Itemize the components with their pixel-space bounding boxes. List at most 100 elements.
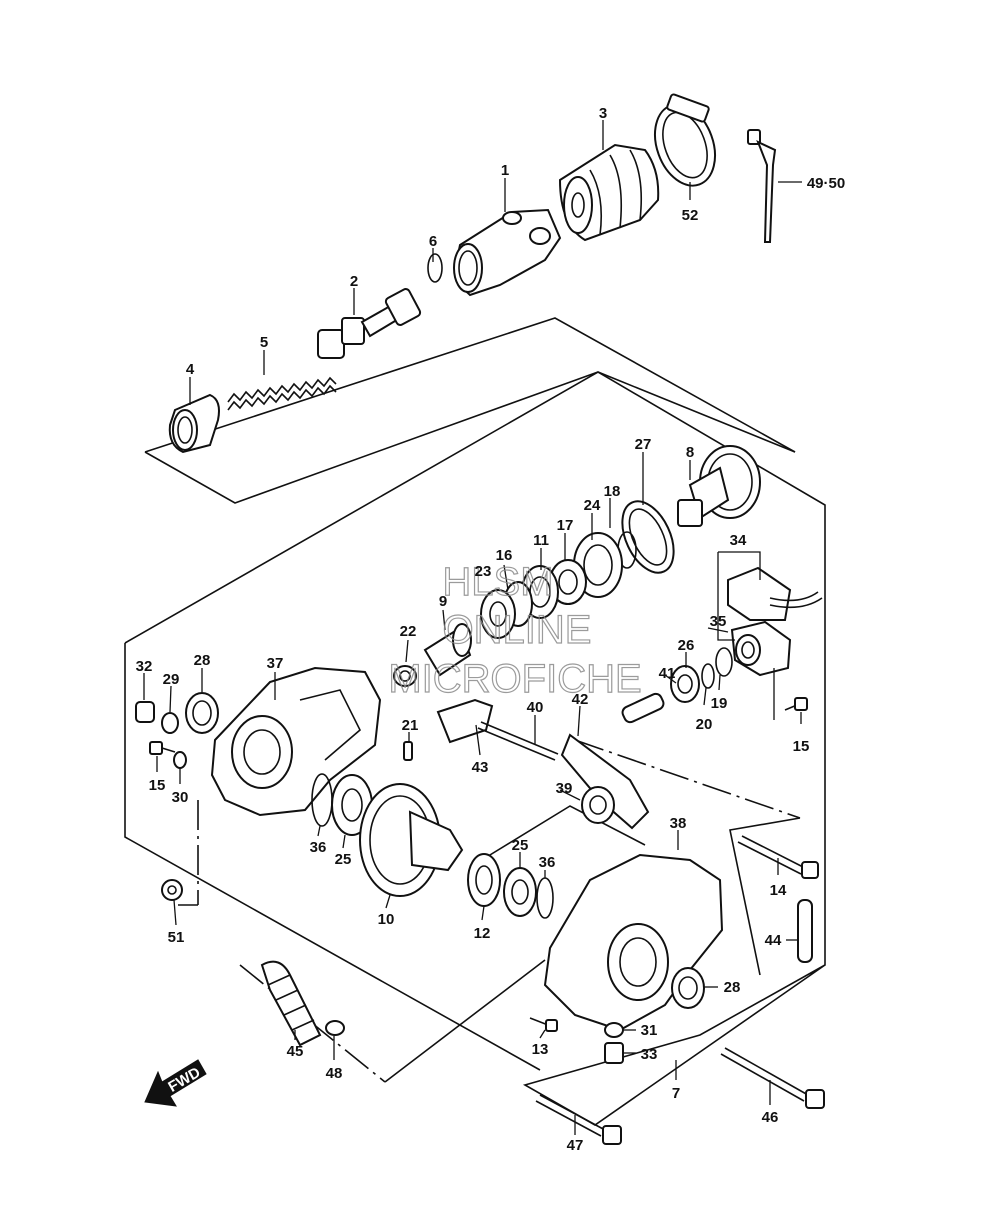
part-35-sensor-housing <box>730 620 792 677</box>
callout-19: 19 <box>711 695 728 712</box>
callout-34: 34 <box>730 532 747 549</box>
part-44-strap <box>797 899 813 963</box>
upper-assembly-frame <box>144 317 796 504</box>
callout-48: 48 <box>326 1065 343 1082</box>
callout-7: 7 <box>672 1085 680 1102</box>
part-49-50-cable-tie <box>747 129 777 243</box>
callout-38: 38 <box>670 815 687 832</box>
part-2-drive-shaft <box>317 288 422 359</box>
watermark-line-3: MICROFICHE <box>388 657 641 701</box>
part-30-washer <box>173 751 187 769</box>
callout-24: 24 <box>584 497 601 514</box>
watermark-line-1: HLSM <box>442 560 553 604</box>
callout-20: 20 <box>696 716 713 733</box>
callout-16: 16 <box>496 547 513 564</box>
part-29-washer <box>161 712 179 734</box>
part-48-clip <box>325 1020 345 1036</box>
callout-27: 27 <box>635 436 652 453</box>
part-47-bolt <box>535 1094 622 1145</box>
part-46-bolt <box>720 1047 825 1109</box>
part-28-oil-seal-right <box>671 967 705 1009</box>
part-6-circlip <box>427 253 443 283</box>
part-34-gear-position-sensor <box>727 566 823 621</box>
watermark-line-2: ONLINE <box>443 608 592 652</box>
part-14-bolt <box>737 835 819 879</box>
part-13-bolt <box>529 1017 558 1032</box>
part-45-rubber-boot <box>260 960 322 1047</box>
callout-15-left: 15 <box>149 777 166 794</box>
callout-25-right: 25 <box>512 837 529 854</box>
part-20-circlip <box>701 663 715 689</box>
callout-23: 23 <box>475 563 492 580</box>
callout-6: 6 <box>429 233 437 250</box>
part-12-oil-seal <box>467 853 501 907</box>
part-8-pinion-gear <box>677 445 761 527</box>
callout-41: 41 <box>659 665 676 682</box>
part-23-gear <box>480 589 516 639</box>
part-5-spring <box>227 376 337 411</box>
forward-arrow: FWD <box>144 1059 207 1107</box>
callout-9: 9 <box>439 593 447 610</box>
callout-49-50: 49·50 <box>807 175 845 192</box>
part-22-needle-bearing <box>393 665 417 687</box>
callout-13: 13 <box>532 1041 549 1058</box>
callout-10: 10 <box>378 911 395 928</box>
part-15-bolt <box>149 741 176 755</box>
part-3-bellows-boot <box>558 143 660 242</box>
callout-8: 8 <box>686 444 694 461</box>
part-32-plug <box>135 701 155 723</box>
callout-3: 3 <box>599 105 607 122</box>
part-40-shift-rod <box>477 721 559 761</box>
part-10-ring-gear <box>359 783 464 897</box>
callout-2: 2 <box>350 273 358 290</box>
callout-25-left: 25 <box>335 851 352 868</box>
callout-39: 39 <box>556 780 573 797</box>
callout-1: 1 <box>501 162 509 179</box>
callout-15-right: 15 <box>793 738 810 755</box>
callout-43: 43 <box>472 759 489 776</box>
callout-37: 37 <box>267 655 284 672</box>
callout-42: 42 <box>572 691 589 708</box>
part-51-nut <box>161 879 183 901</box>
part-9-bevel-pinion <box>423 623 472 677</box>
callout-labels: 1 2 3 4 5 6 52 49·50 8 27 18 24 17 11 16… <box>136 105 846 1154</box>
callout-36-left: 36 <box>310 839 327 856</box>
callout-12: 12 <box>474 925 491 942</box>
callout-30: 30 <box>172 789 189 806</box>
callout-45: 45 <box>287 1043 304 1060</box>
part-39-shift-collar <box>581 786 615 824</box>
part-52-hose-clamp <box>654 93 716 187</box>
callout-46: 46 <box>762 1109 779 1126</box>
part-21-dowel-pin <box>403 741 413 761</box>
callout-18: 18 <box>604 483 621 500</box>
part-26-bearing <box>670 665 700 703</box>
callout-17: 17 <box>557 517 574 534</box>
callout-22: 22 <box>400 623 417 640</box>
callout-52: 52 <box>682 207 699 224</box>
part-15-bolt-right <box>784 697 808 711</box>
part-25-bearing-right <box>503 867 537 917</box>
callout-4: 4 <box>186 361 195 378</box>
callout-35: 35 <box>710 613 727 630</box>
callout-47: 47 <box>567 1137 584 1154</box>
callout-5: 5 <box>260 334 268 351</box>
callout-28-left: 28 <box>194 652 211 669</box>
watermark: HLSM ONLINE MICROFICHE <box>388 559 643 701</box>
callout-33: 33 <box>641 1046 658 1063</box>
part-4-boot-cup <box>168 393 220 454</box>
callout-26: 26 <box>678 637 695 654</box>
part-41-shift-shaft <box>621 692 665 724</box>
callout-11: 11 <box>533 532 549 549</box>
part-19-o-ring <box>715 647 733 677</box>
callout-36-right: 36 <box>539 854 556 871</box>
leader-lines <box>143 120 802 1135</box>
part-1-universal-joint <box>453 208 562 297</box>
callout-44: 44 <box>765 932 782 949</box>
part-43-shift-fork <box>436 698 494 744</box>
part-33-drain-plug <box>604 1042 624 1064</box>
part-31-washer <box>604 1022 624 1038</box>
callout-14: 14 <box>770 882 787 899</box>
part-42-shift-arm <box>560 733 650 830</box>
callout-28-right: 28 <box>724 979 741 996</box>
